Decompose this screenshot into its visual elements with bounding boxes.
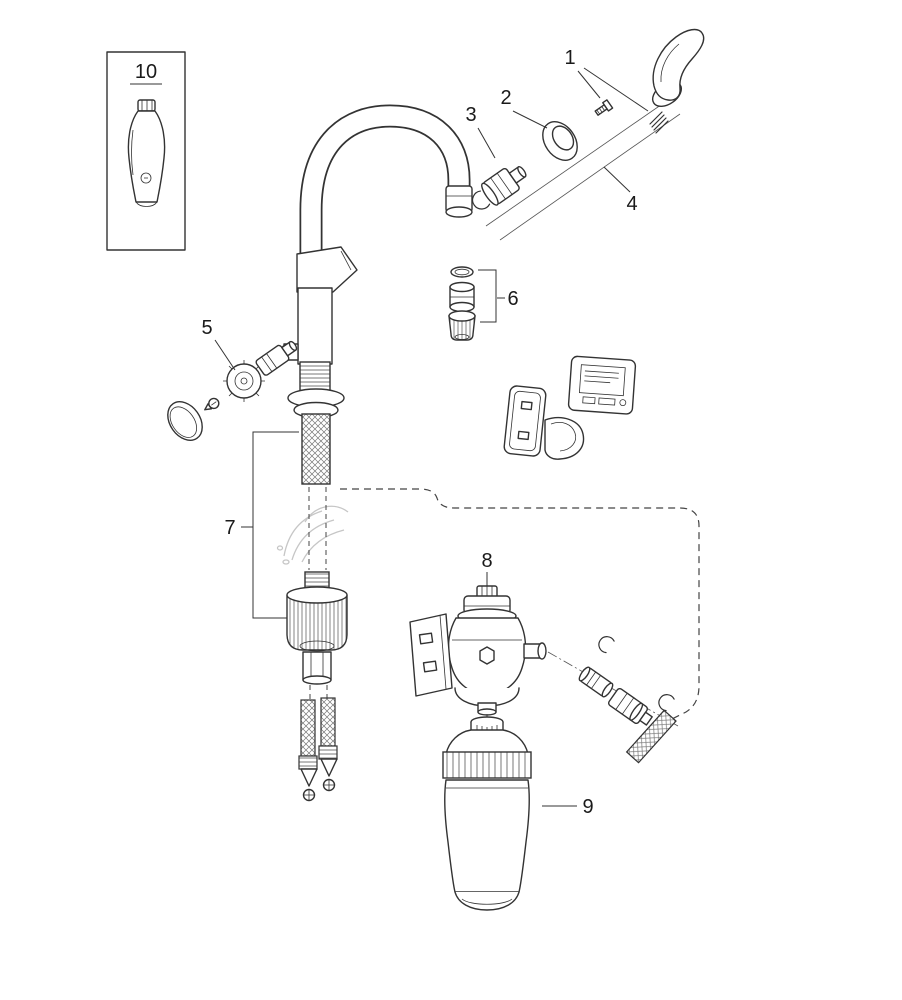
callout-6: 6	[507, 288, 518, 310]
wall-holder	[503, 385, 585, 460]
o-ring	[450, 266, 474, 278]
part-cartridge	[472, 165, 527, 210]
tail-group: 7	[224, 431, 349, 802]
handle-explosion-group: 1 2 3 4	[465, 28, 705, 241]
braided-shank	[301, 413, 331, 485]
handle-screw	[594, 99, 614, 116]
explosion-axis-line	[485, 99, 669, 227]
part-aerator-group: 6	[448, 266, 519, 341]
filter-cartridge: 9	[442, 714, 594, 911]
faucet-spout	[299, 104, 471, 262]
callout-9: 9	[582, 796, 593, 818]
callout-7: 7	[224, 517, 235, 539]
part-cap	[542, 121, 578, 161]
filter-head	[447, 585, 527, 716]
control-unit	[567, 355, 637, 415]
hose-routing-line	[340, 488, 700, 723]
bottle-illustration	[127, 99, 166, 207]
filter-fittings	[547, 636, 679, 764]
knurled-wheel	[223, 360, 265, 402]
supply-hose-left	[298, 699, 318, 802]
callout-4: 4	[626, 193, 637, 215]
check-valve	[607, 687, 653, 726]
callout-7-bracket	[252, 431, 299, 619]
ghost-spray	[276, 505, 349, 565]
part-lever-handle	[651, 28, 705, 108]
small-screw	[204, 397, 220, 411]
callout-10: 10	[135, 61, 157, 83]
accessory-box: 10	[106, 51, 186, 251]
callout-5: 5	[201, 317, 212, 339]
callout-3: 3	[465, 104, 476, 126]
handle-spring	[649, 111, 669, 134]
callout-1: 1	[564, 47, 575, 69]
escutcheon-oval	[167, 401, 203, 441]
connector-nut	[286, 586, 348, 652]
filter-head-group: 8	[409, 550, 679, 764]
retaining-clip-1	[598, 636, 615, 654]
side-valve-group: 5	[167, 317, 298, 441]
filter-head-bracket	[409, 613, 453, 697]
supply-hose-right	[318, 697, 338, 792]
faucet-body	[280, 246, 358, 485]
filter-hose	[625, 709, 677, 764]
aerator-cup	[448, 310, 476, 341]
callout-8: 8	[481, 550, 492, 572]
callout-6-bracket	[478, 269, 497, 323]
filter-outlet-port	[523, 642, 547, 660]
hex-adapter	[302, 651, 332, 685]
callout-2: 2	[500, 87, 511, 109]
retaining-clip-2	[658, 694, 675, 712]
hose-coupling	[578, 666, 614, 698]
spout-end	[445, 185, 473, 218]
aerator-adapter	[449, 281, 475, 313]
valve-core	[255, 340, 298, 376]
explosion-axis-line-2	[499, 113, 681, 241]
